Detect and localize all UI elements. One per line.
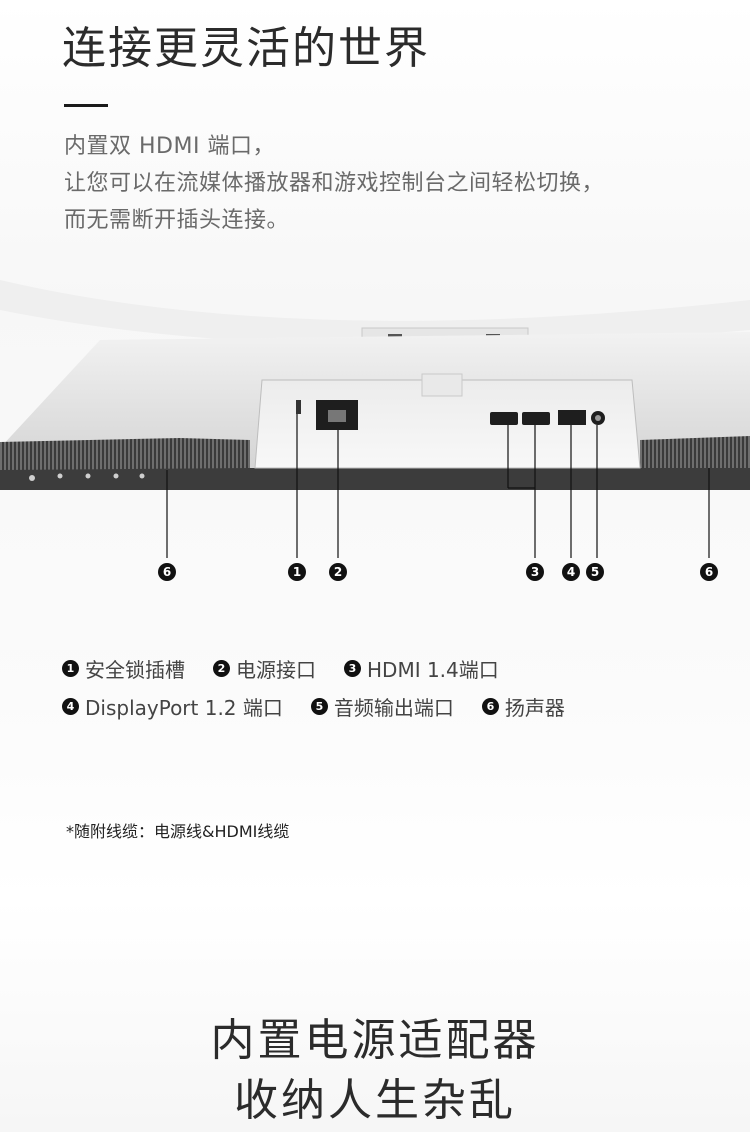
legend-number: 5: [310, 698, 328, 715]
hdmi-port-1: [490, 412, 518, 425]
cable-clip: [421, 373, 463, 397]
callout-lines: [166, 414, 710, 558]
legend-label: DisplayPort 1.2 端口: [85, 696, 283, 720]
power-port-pins: [328, 410, 346, 422]
displayport-port: [558, 410, 586, 425]
intro-line-2: 让您可以在流媒体播放器和游戏控制台之间轻松切换，: [64, 171, 605, 196]
legend-item: 6 扬声器: [481, 692, 565, 721]
callout-6-right: 6: [700, 563, 718, 581]
headline-underline: [64, 104, 108, 107]
security-lock-slot: [296, 400, 301, 414]
page-headline: 连接更灵活的世界: [62, 23, 430, 74]
legend-number: 3: [344, 660, 361, 677]
intro-line-1: 内置双 HDMI 端口，: [64, 134, 275, 159]
included-cables-note: *随附线缆：电源线&HDMI线缆: [66, 822, 290, 841]
legend-label: 音频输出端口: [333, 696, 454, 720]
callout-2: 2: [329, 563, 347, 581]
legend-number: 2: [213, 660, 230, 677]
legend-number: 4: [62, 698, 79, 715]
legend-label: HDMI 1.4端口: [367, 658, 499, 682]
speaker-grille-right: [640, 436, 750, 468]
section-title-line-1: 内置电源适配器: [210, 1015, 540, 1066]
monitor-bottom-edge: [0, 468, 750, 490]
control-buttons: [29, 473, 145, 481]
legend-number: 6: [481, 698, 499, 715]
intro-text: 内置双 HDMI 端口， 让您可以在流媒体播放器和游戏控制台之间轻松切换， 而无…: [64, 128, 604, 239]
audio-out-port-center: [595, 415, 601, 421]
legend-label: 电源接口: [236, 658, 316, 682]
legend-item: 1 安全锁插槽: [62, 654, 185, 683]
monitor-rear-illustration: [0, 280, 750, 558]
legend-number: 1: [62, 660, 79, 677]
callout-6-left: 6: [158, 563, 176, 581]
callout-5: 5: [586, 563, 604, 581]
speaker-grille-left: [0, 438, 250, 470]
section-title-line-2: 收纳人生杂乱: [234, 1075, 516, 1126]
legend-label: 安全锁插槽: [85, 658, 185, 682]
legend-row-2: 4 DisplayPort 1.2 端口 5 音频输出端口 6 扬声器: [62, 692, 593, 721]
callout-4: 4: [562, 563, 580, 581]
background-swoosh: [0, 280, 750, 346]
legend-item: 3 HDMI 1.4端口: [344, 654, 499, 683]
intro-line-3: 而无需断开插头连接。: [64, 208, 290, 233]
callout-3: 3: [526, 563, 544, 581]
callout-1: 1: [288, 563, 306, 581]
legend-row-1: 1 安全锁插槽 2 电源接口 3 HDMI 1.4端口: [62, 654, 527, 683]
legend-label: 扬声器: [504, 696, 565, 720]
legend-item: 5 音频输出端口: [310, 692, 454, 721]
legend-item: 2 电源接口: [213, 654, 316, 683]
hdmi-port-2: [522, 412, 550, 425]
legend-item: 4 DisplayPort 1.2 端口: [62, 692, 283, 721]
